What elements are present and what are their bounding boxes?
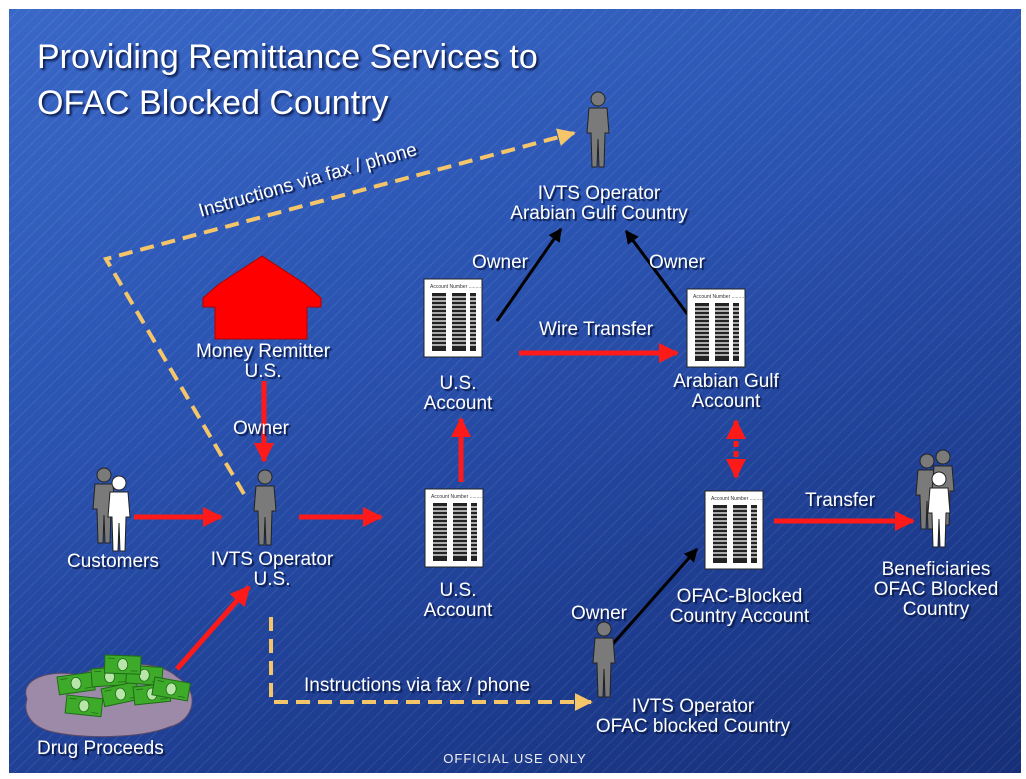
- us-account-top-doc: Account Number ...........: [423, 278, 484, 358]
- title-line-1: Providing Remittance Services to: [37, 38, 538, 76]
- slide: Account Number ........... Account Numbe…: [9, 9, 1021, 773]
- classification-footer: OFFICIAL USE ONLY: [443, 751, 587, 766]
- ivts-us-person-icon: [253, 469, 277, 546]
- svg-text:Account Number ...........: Account Number ...........: [430, 284, 484, 290]
- owner-bottom-label: Owner: [571, 603, 627, 624]
- instructions-top-path: [102, 128, 576, 496]
- money-pile-icon: [25, 654, 193, 738]
- svg-text:Account Number ...........: Account Number ...........: [711, 496, 765, 502]
- arrow-owner-left: [495, 227, 563, 322]
- instructions-bottom-label: Instructions via fax / phone: [304, 675, 531, 696]
- diagram-canvas: Account Number ........... Account Numbe…: [25, 91, 955, 738]
- drug-proceeds-label: Drug Proceeds: [37, 738, 164, 759]
- arrow-owner-right: [624, 229, 693, 320]
- us-account-bottom-doc: Account Number ...........: [424, 488, 485, 568]
- title-line-2: OFAC Blocked Country: [37, 84, 389, 122]
- arrow-owner-bottom: [609, 547, 699, 647]
- transfer-label: Transfer: [805, 490, 876, 511]
- customers-label: Customers: [67, 551, 159, 572]
- us-account-top-label: U.S.Account: [423, 373, 493, 414]
- wire-transfer-label: Wire Transfer: [539, 319, 654, 340]
- instructions-bottom-path: [269, 617, 593, 711]
- owner-right-label: Owner: [649, 252, 705, 273]
- ivts-gulf-person-icon: [586, 91, 610, 168]
- owner-mid-label: Owner: [233, 418, 289, 439]
- svg-text:Account Number ...........: Account Number ...........: [431, 494, 485, 500]
- house-icon: [202, 255, 322, 340]
- ofac-account-doc: Account Number ...........: [704, 490, 765, 570]
- owner-left-label: Owner: [472, 252, 528, 273]
- slide-title: Providing Remittance Services to OFAC Bl…: [37, 34, 538, 126]
- arrow-drug-to-ivts: [175, 585, 251, 671]
- us-account-bottom-label: U.S.Account: [423, 580, 493, 621]
- svg-text:Account Number ...........: Account Number ...........: [693, 294, 747, 300]
- ivts-ofac-person-icon: [592, 621, 616, 698]
- gulf-account-doc: Account Number ...........: [686, 288, 747, 368]
